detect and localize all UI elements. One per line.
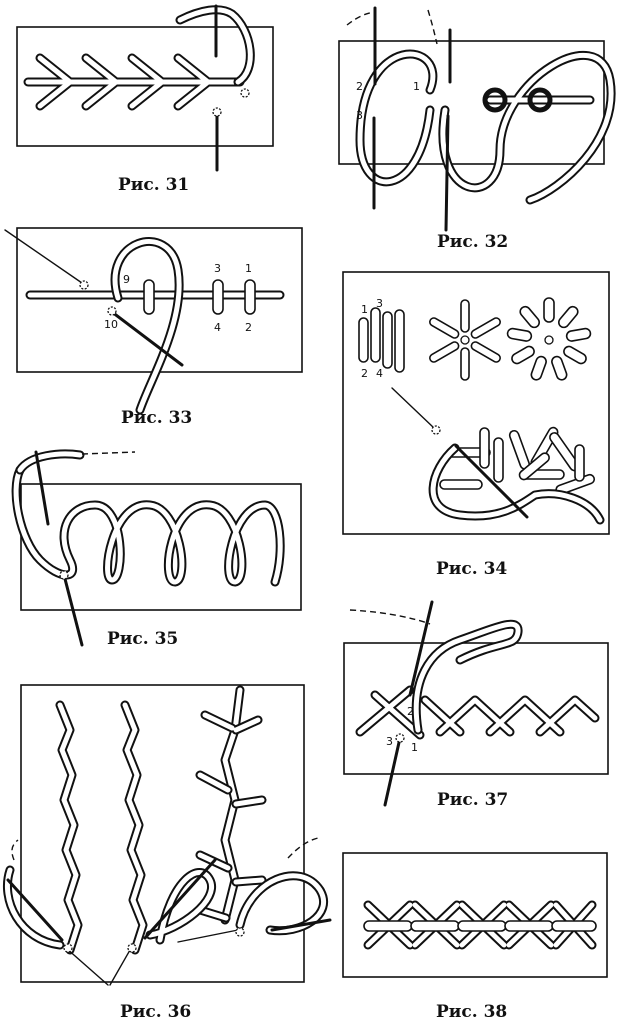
dashed-thread-35 bbox=[81, 451, 136, 455]
stitch-33-a bbox=[143, 279, 155, 315]
figure-31: Рис. 31 bbox=[16, 4, 274, 195]
stitches-31 bbox=[23, 53, 245, 111]
label-3-33: 3 bbox=[214, 262, 221, 275]
figure-32: 2 3 1 Рис. 32 bbox=[338, 6, 616, 252]
hole-31 bbox=[212, 107, 222, 117]
label-1-33: 1 bbox=[245, 262, 252, 275]
needle-5-36 bbox=[177, 929, 239, 943]
figure-34: 1 3 2 4 Рис. 34 bbox=[342, 271, 610, 579]
scattered-stitches-34 bbox=[439, 426, 596, 496]
needle-1-36 bbox=[6, 878, 64, 942]
label-3-34: 3 bbox=[376, 297, 383, 310]
label-2-37: 2 bbox=[407, 705, 414, 718]
caption-32: Рис. 32 bbox=[437, 232, 508, 252]
caption-36: Рис. 36 bbox=[120, 1002, 191, 1022]
label-9-33: 9 bbox=[123, 273, 130, 286]
needle-top-35 bbox=[34, 450, 50, 526]
needle-bottom-37 bbox=[383, 736, 402, 807]
stitch-33-c bbox=[244, 279, 256, 315]
needle-bottom-34 bbox=[454, 444, 529, 519]
stitch-block-34 bbox=[358, 307, 405, 373]
needle-4-36 bbox=[143, 858, 217, 940]
herringbone-37 bbox=[355, 685, 600, 740]
label-4-34: 4 bbox=[376, 367, 383, 380]
needle-4-32 bbox=[444, 114, 450, 232]
figure-38: Рис. 38 bbox=[342, 852, 608, 1022]
dashed-thread-37 bbox=[349, 609, 431, 625]
caption-38: Рис. 38 bbox=[436, 1002, 507, 1022]
center-bars-38 bbox=[363, 920, 597, 932]
needle-top-34 bbox=[391, 387, 435, 429]
dashed-thread-36 bbox=[11, 837, 319, 861]
label-10-33: 10 bbox=[104, 318, 118, 331]
figure-35: Рис. 35 bbox=[11, 449, 302, 649]
label-3-37: 3 bbox=[386, 735, 393, 748]
caption-37: Рис. 37 bbox=[437, 790, 508, 810]
dashed-thread-32 bbox=[346, 9, 438, 45]
label-3-32: 3 bbox=[356, 109, 363, 122]
needle-top-37 bbox=[408, 600, 434, 697]
needle-bottom-33 bbox=[110, 310, 184, 367]
knot-2-32 bbox=[527, 87, 553, 113]
needle-6-36 bbox=[270, 918, 332, 932]
ring-flower-34 bbox=[506, 297, 592, 381]
label-1-32: 1 bbox=[413, 80, 420, 93]
knot-1-32 bbox=[482, 87, 508, 113]
figure-36: Рис. 36 bbox=[2, 684, 332, 1022]
daisy-flower-34 bbox=[429, 299, 501, 381]
label-2-33: 2 bbox=[245, 321, 252, 334]
caption-34: Рис. 34 bbox=[436, 559, 507, 579]
figure-33: 9 10 3 4 1 2 Рис. 33 bbox=[4, 227, 303, 428]
caption-33: Рис. 33 bbox=[121, 408, 192, 428]
fabric-panel-33 bbox=[16, 227, 303, 373]
label-1-34: 1 bbox=[361, 303, 368, 316]
caption-35: Рис. 35 bbox=[107, 629, 178, 649]
needle-3-36 bbox=[109, 949, 131, 986]
needle-2-36 bbox=[65, 947, 109, 986]
figure-37: 2 3 1 Рис. 37 bbox=[343, 600, 609, 810]
label-4-33: 4 bbox=[214, 321, 221, 334]
label-2-34: 2 bbox=[361, 367, 368, 380]
stitch-33-b bbox=[212, 279, 224, 315]
caption-31: Рис. 31 bbox=[118, 175, 189, 195]
label-2-32: 2 bbox=[356, 80, 363, 93]
label-1-37: 1 bbox=[411, 741, 418, 754]
needle-top-33 bbox=[4, 229, 83, 284]
needle-bottom-35 bbox=[62, 573, 84, 647]
